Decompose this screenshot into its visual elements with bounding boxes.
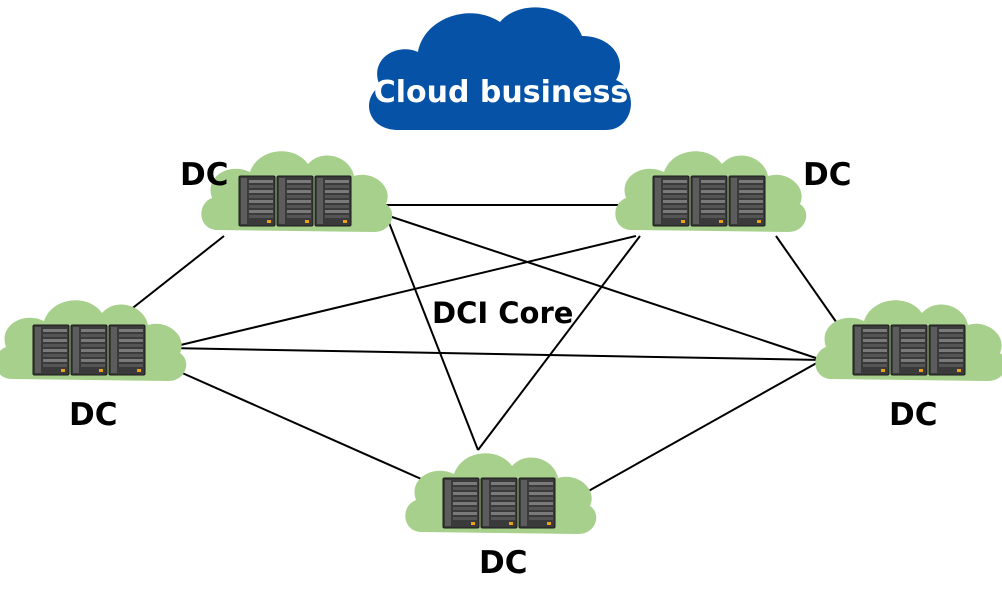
dc-label-right: DC [889,397,938,433]
link-top-right-bottom [477,235,641,451]
dc-label-left: DC [69,397,118,433]
link-top-left-right [385,214,823,361]
dc-label-top-right: DC [803,157,852,193]
link-top-right-left [167,235,637,349]
link-left-right [167,347,823,361]
link-top-right-right [775,235,847,337]
server-rack-cluster-icon [239,176,351,226]
cloud-business-title: Cloud business [373,75,629,110]
dc-node-bottom [405,453,597,534]
dci-core-label: DCI Core [432,296,574,330]
cloud-icon [368,7,631,131]
link-left-bottom [179,371,429,483]
dci-links [119,204,847,499]
link-bottom-right [575,359,823,499]
dc-label-top-left: DC [180,157,229,193]
link-top-left-left [119,235,225,319]
dc-node-top-left [201,151,393,232]
datacenter-nodes [0,151,1002,534]
server-rack-cluster-icon [33,325,145,375]
server-rack-cluster-icon [653,176,765,226]
server-rack-cluster-icon [443,478,555,528]
dc-label-bottom: DC [479,545,528,581]
server-rack-cluster-icon [853,325,965,375]
link-top-left-bottom [385,214,479,451]
dc-node-left [0,300,187,381]
dc-node-top-right [615,151,807,232]
dc-node-right [815,300,1002,381]
